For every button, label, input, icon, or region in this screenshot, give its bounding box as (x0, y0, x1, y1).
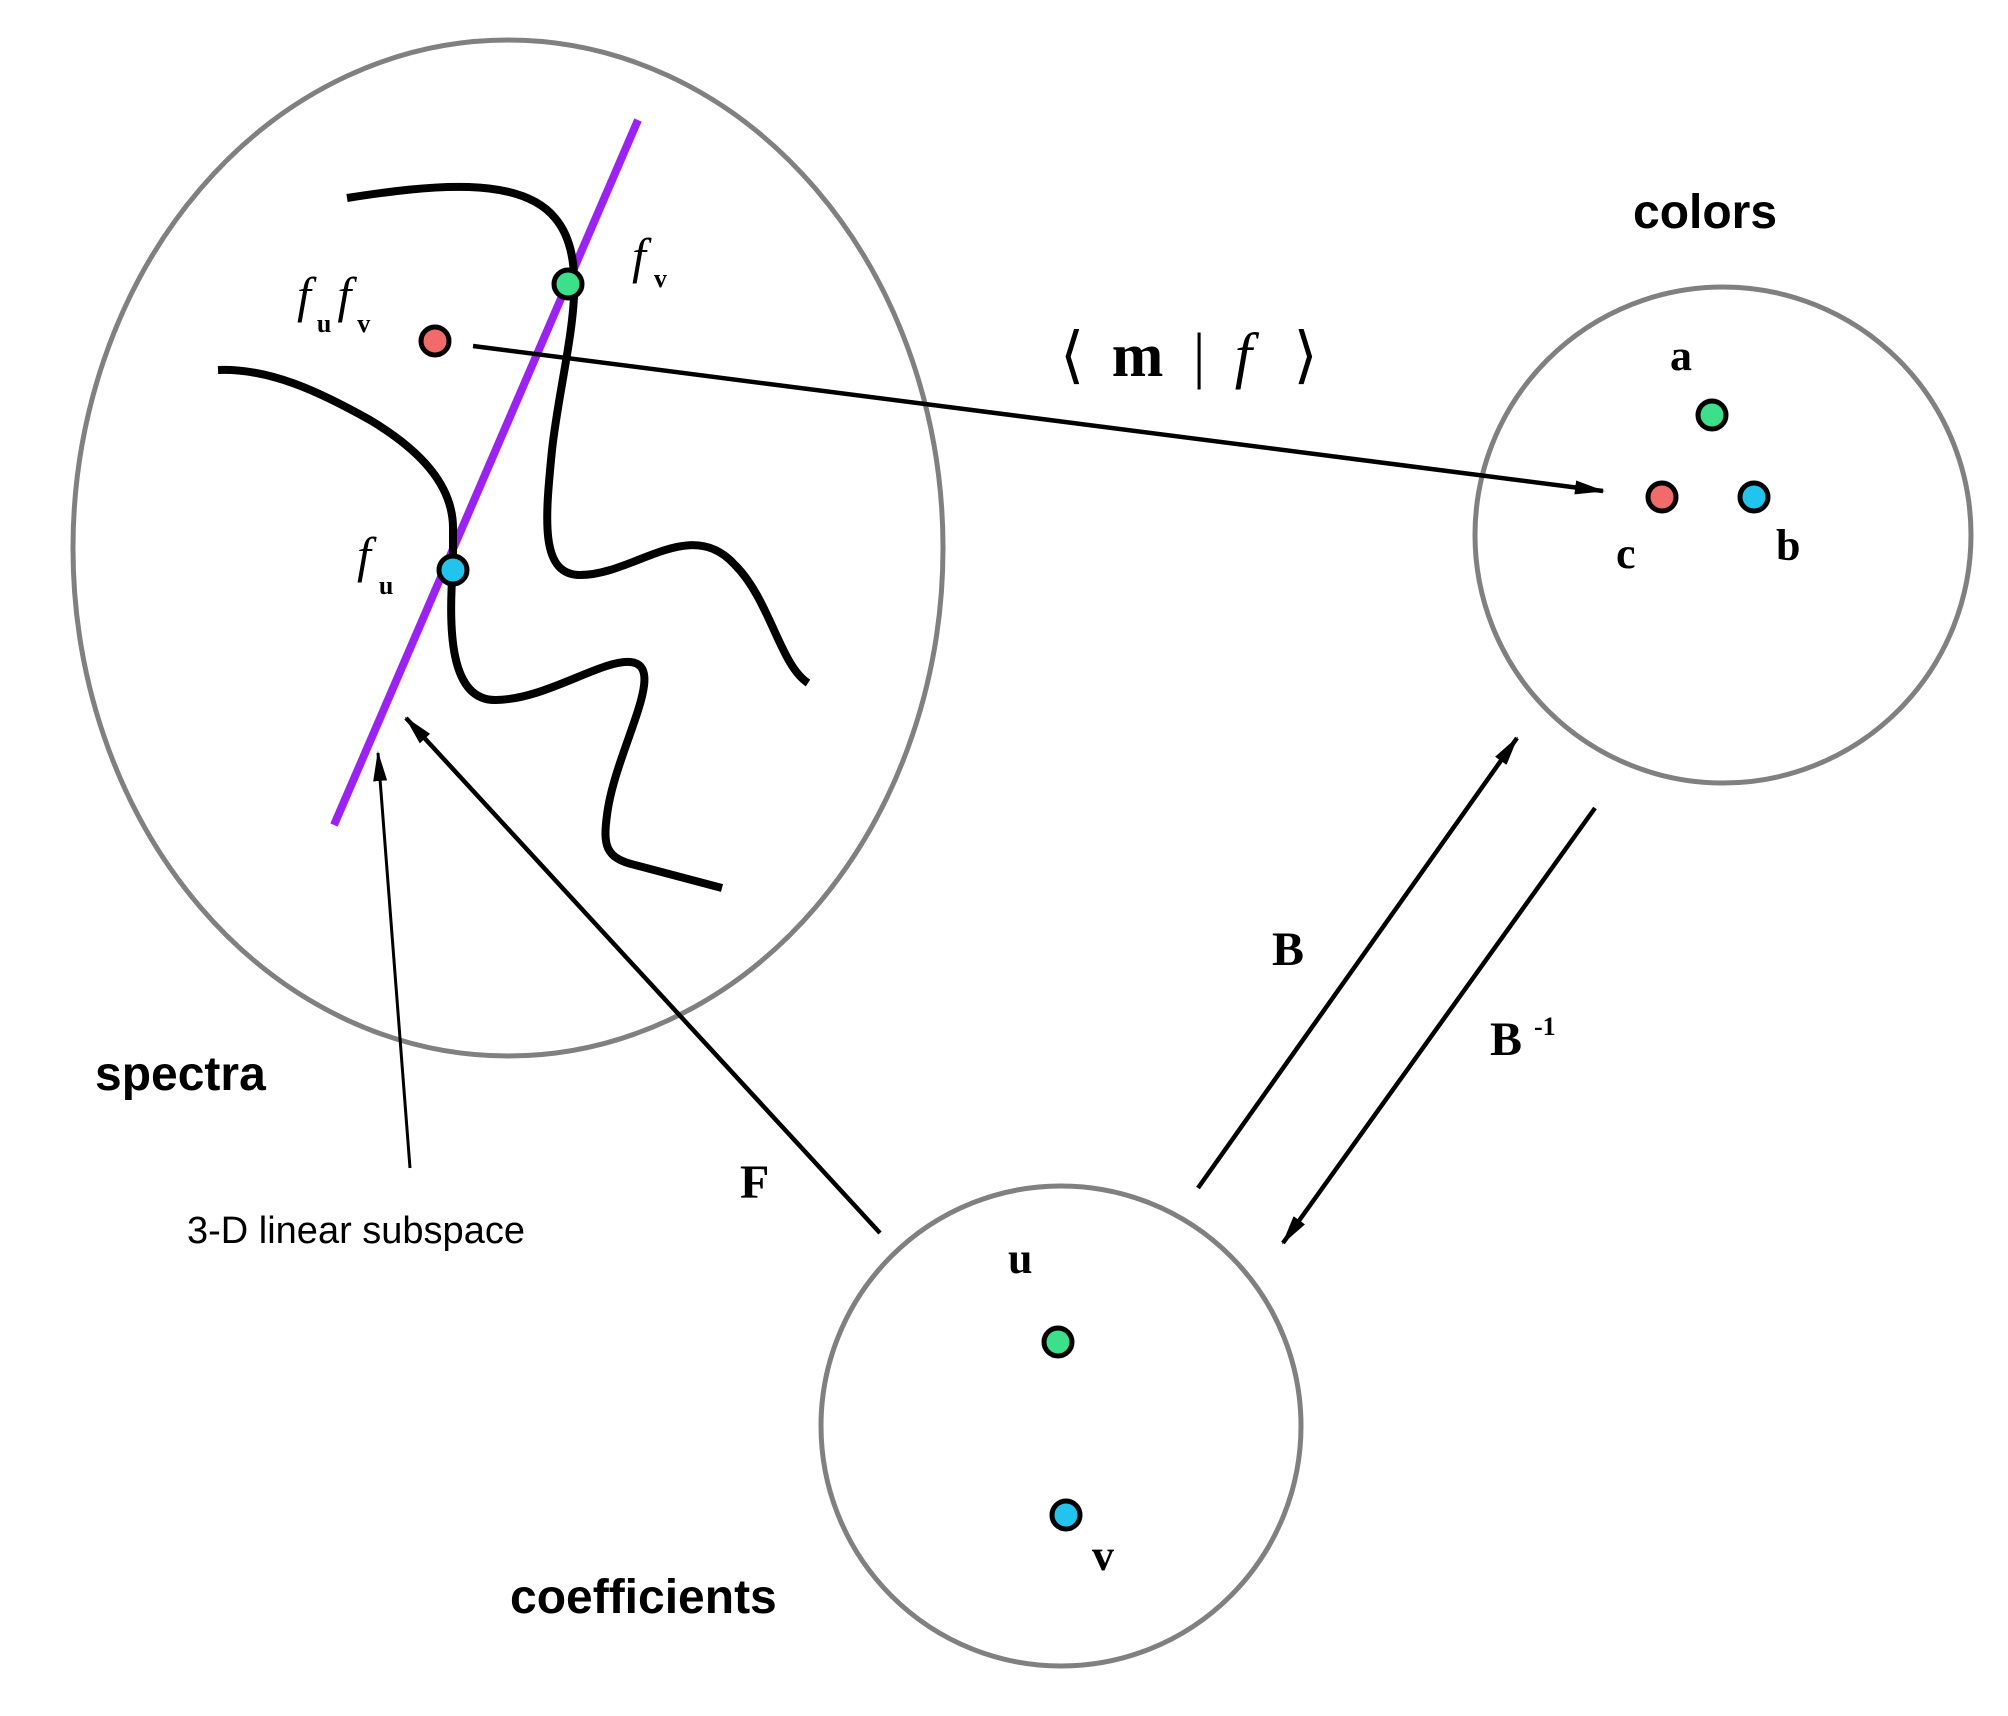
label-v: v (1092, 1531, 1114, 1580)
label-fv: f v (632, 228, 667, 293)
label-c: c (1616, 529, 1636, 578)
point-fufv (418, 324, 452, 358)
spectrum-curve-v (346, 182, 811, 687)
label-B: B (1272, 923, 1304, 976)
projection-f: f (1235, 322, 1260, 390)
subspace-pointer-arrow (373, 751, 412, 1169)
coefficients-label: coefficients (510, 1571, 777, 1624)
point-a (1695, 398, 1729, 432)
colors-region (1472, 284, 1974, 786)
point-b (1737, 480, 1771, 514)
label-u: u (1008, 1234, 1032, 1283)
label-fu-f: f (357, 527, 377, 583)
label-fu: f u (357, 527, 393, 600)
label-B-inverse-sup: -1 (1534, 1012, 1556, 1041)
spectra-label: spectra (95, 1048, 266, 1101)
label-fufv-sub1: u (317, 309, 331, 338)
label-B-inverse: B -1 (1490, 1012, 1556, 1066)
arrow-B-inverse (1281, 806, 1597, 1245)
spectra-region (70, 37, 946, 1059)
colors-label: colors (1633, 186, 1777, 239)
point-u (1041, 1325, 1075, 1359)
label-fv-f: f (632, 228, 652, 284)
point-c (1645, 480, 1679, 514)
subspace-annotation: 3-D linear subspace (187, 1210, 525, 1252)
projection-bar: | (1193, 322, 1205, 390)
coefficients-region (818, 1183, 1304, 1669)
point-v (1049, 1498, 1083, 1532)
label-F: F (740, 1156, 769, 1209)
projection-arrow (472, 343, 1605, 495)
projection-close-bracket: ⟩ (1294, 322, 1318, 390)
projection-m: m (1112, 322, 1164, 390)
subspace-line (330, 118, 642, 827)
label-fv-sub: v (654, 264, 667, 293)
point-fu (436, 553, 470, 587)
label-b: b (1776, 521, 1800, 570)
label-fufv-f2: f (337, 267, 357, 323)
label-fufv-f1: f (297, 267, 317, 323)
spectrum-curve-u (217, 365, 724, 892)
projection-formula: ⟨ m | f ⟩ (1060, 322, 1318, 390)
label-fu-sub: u (379, 571, 393, 600)
label-a: a (1670, 331, 1692, 380)
label-fufv: f u f v (297, 267, 370, 338)
label-B-inverse-base: B (1490, 1013, 1522, 1066)
label-fufv-sub2: v (357, 309, 370, 338)
projection-open-bracket: ⟨ (1060, 322, 1084, 390)
arrow-B (1196, 736, 1519, 1190)
point-fv (551, 267, 585, 301)
arrow-F (404, 716, 882, 1235)
